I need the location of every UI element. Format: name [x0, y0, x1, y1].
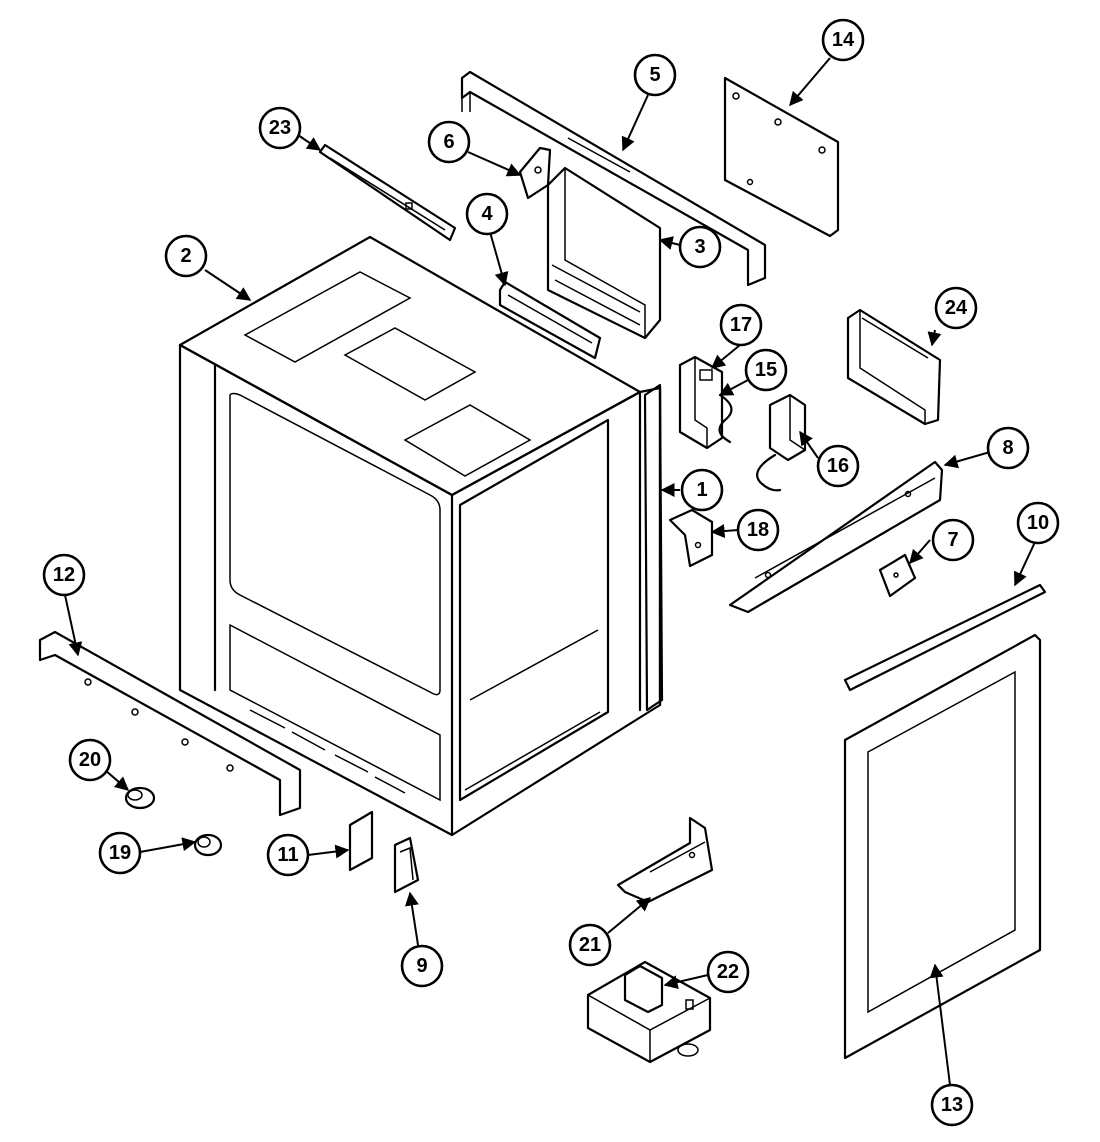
part-knob-upper	[124, 786, 156, 810]
callout-23: 23	[258, 106, 302, 150]
callout-label: 11	[277, 844, 298, 866]
callout-21: 21	[568, 923, 612, 967]
callout-label: 21	[579, 934, 601, 956]
part-rear-channel	[460, 70, 767, 287]
callout-label: 12	[53, 564, 75, 586]
part-junction-block	[586, 960, 712, 1064]
callout-18: 18	[736, 508, 780, 552]
callout-label: 14	[832, 29, 855, 51]
callout-label: 1	[696, 479, 707, 501]
part-rear-panel	[723, 76, 840, 238]
callout-4: 4	[465, 192, 509, 236]
part-switch-housing	[678, 355, 724, 450]
callout-24: 24	[934, 286, 978, 330]
callout-15: 15	[744, 348, 788, 392]
part-door-trim	[843, 583, 1047, 692]
callout-label: 17	[730, 314, 752, 336]
callout-label: 8	[1002, 437, 1013, 459]
callout-label: 9	[416, 955, 427, 977]
callout-label: 24	[945, 297, 968, 319]
callout-12: 12	[42, 553, 86, 597]
part-door-panel	[843, 633, 1042, 1060]
callout-label: 2	[180, 245, 191, 267]
callout-label: 15	[755, 359, 777, 381]
callout-label: 13	[941, 1094, 963, 1116]
part-side-trim	[643, 383, 664, 712]
callout-label: 22	[717, 961, 739, 983]
part-small-plate	[878, 553, 917, 598]
part-control-rail	[38, 630, 302, 817]
callout-label: 10	[1027, 512, 1049, 534]
callout-10: 10	[1016, 501, 1060, 545]
part-angle-bracket	[668, 508, 714, 568]
part-floor-bracket	[616, 816, 714, 904]
callout-2: 2	[164, 234, 208, 278]
callout-label: 4	[481, 203, 493, 225]
callout-11: 11	[266, 833, 310, 877]
callout-9: 9	[400, 944, 444, 988]
callout-label: 16	[827, 455, 849, 477]
part-plug	[756, 393, 807, 492]
callout-label: 20	[79, 749, 101, 771]
callout-1: 1	[680, 468, 724, 512]
callout-label: 19	[109, 842, 131, 864]
callout-8: 8	[986, 426, 1030, 470]
callout-20: 20	[68, 738, 112, 782]
part-oven-cabinet	[178, 235, 662, 837]
callout-14: 14	[821, 18, 865, 62]
part-knob-lower	[193, 833, 223, 857]
callout-17: 17	[719, 303, 763, 347]
callout-6: 6	[427, 120, 471, 164]
callout-label: 6	[443, 131, 454, 153]
callout-19: 19	[98, 831, 142, 875]
callout-16: 16	[816, 444, 860, 488]
part-small-bracket	[518, 146, 552, 200]
callout-label: 5	[649, 64, 660, 86]
callout-22: 22	[706, 950, 750, 994]
callout-label: 7	[947, 529, 958, 551]
part-vent-duct	[546, 166, 662, 340]
callout-13: 13	[930, 1083, 974, 1127]
callout-7: 7	[931, 518, 975, 562]
callout-3: 3	[678, 225, 722, 269]
part-tab-plate	[348, 810, 374, 872]
part-wire	[718, 393, 733, 444]
part-box-bracket	[846, 308, 942, 426]
callout-label: 18	[747, 519, 769, 541]
part-top-strip	[318, 143, 457, 242]
callout-label: 3	[694, 236, 705, 258]
part-small-cover	[393, 836, 420, 894]
leader-lines	[64, 57, 1036, 1086]
part-angle-rail	[728, 460, 944, 614]
callout-5: 5	[633, 53, 677, 97]
callout-label: 23	[269, 117, 291, 139]
